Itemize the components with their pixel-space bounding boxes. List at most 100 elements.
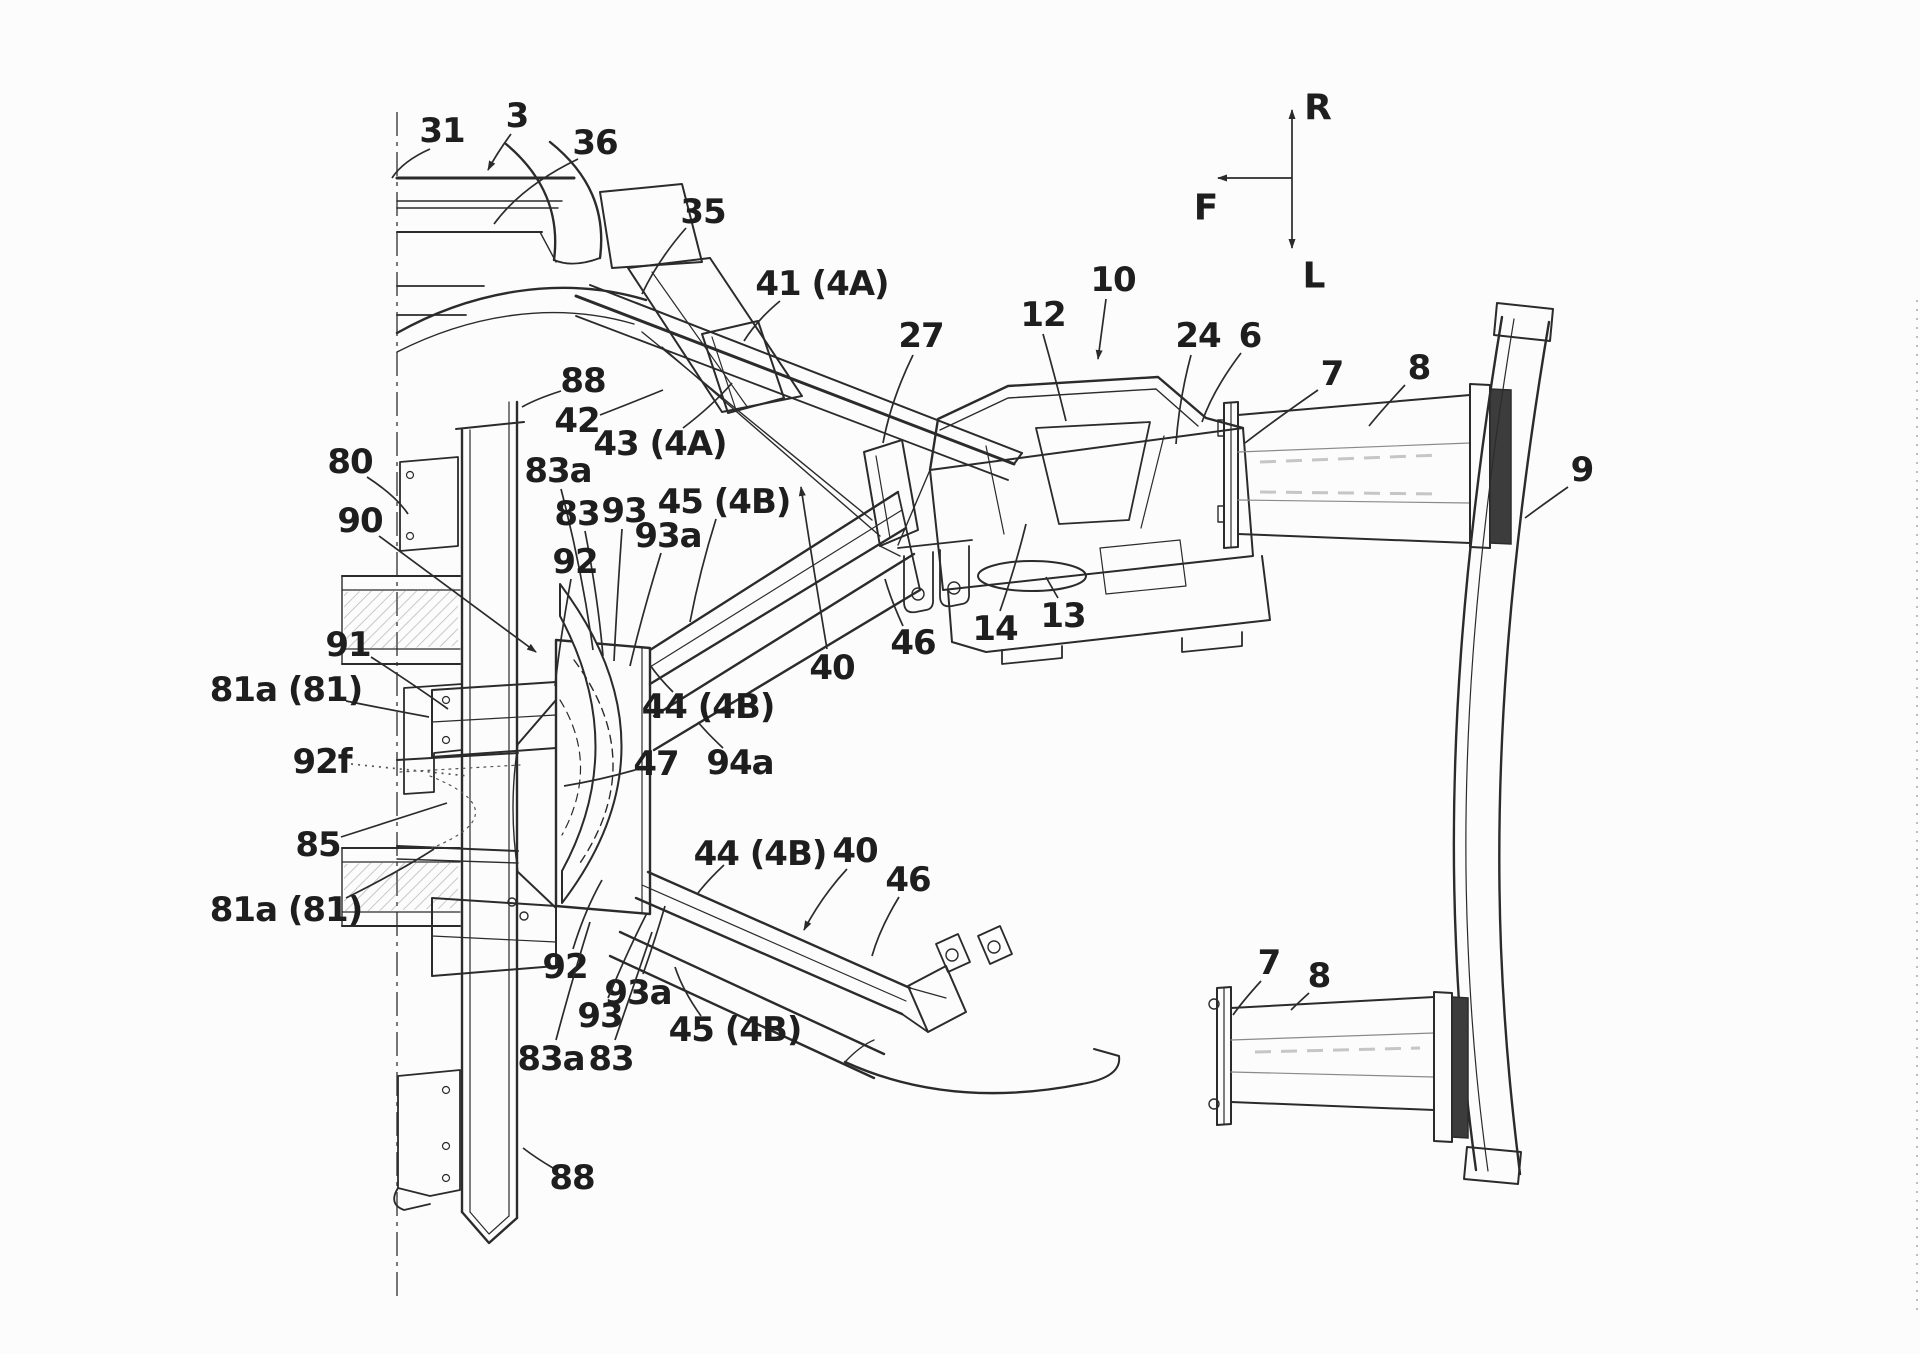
hub-bracket-upper	[431, 681, 557, 758]
ref-label-42: 42	[554, 401, 599, 441]
ref-label-93: 93	[577, 996, 622, 1036]
ref-label-31: 31	[419, 111, 464, 151]
arm-clevis-join2	[909, 987, 947, 999]
ref-label-94a: 94a	[706, 743, 773, 783]
carrier-top-edge	[928, 375, 1245, 472]
beam41-main	[574, 294, 1016, 466]
ref-label-24: 24	[1175, 316, 1221, 356]
spring-seat-24	[1035, 421, 1151, 525]
bracket-42-inner	[711, 336, 737, 411]
leader-line-47	[563, 769, 636, 787]
ref-label-454B: 45 (4B)	[658, 482, 791, 522]
leader-line-24	[1175, 354, 1192, 445]
hub-bolt2	[519, 911, 529, 921]
crashbox-u-plate	[1469, 383, 1491, 549]
cone-top	[517, 699, 557, 745]
leader-line-444B	[649, 664, 674, 693]
axle-tube-bottom	[396, 845, 519, 852]
direction-letter-R: R	[1304, 88, 1332, 129]
crashbox-l-flange	[1216, 986, 1232, 1126]
leader-line-93a	[629, 552, 662, 667]
bracket-27-inner	[875, 455, 891, 539]
crashbox-l-bolt2	[1208, 1098, 1220, 1110]
bracket-42	[701, 320, 785, 414]
pillar-block	[599, 183, 703, 269]
frame-rail-88	[455, 400, 525, 1245]
beam9-top-cap	[1493, 302, 1554, 342]
leader-line-93a	[642, 905, 666, 975]
crashbox-u-bottom	[1237, 533, 1471, 544]
member43-line2	[661, 346, 881, 537]
ref-label-7: 7	[1258, 943, 1281, 983]
bracket-hatched-bottom	[397, 1069, 461, 1197]
crashbox-l-bottom	[1230, 1101, 1435, 1111]
hub-bracket-lower-step	[431, 935, 557, 943]
skid-plate	[843, 1060, 1084, 1095]
arm44l-top	[646, 870, 912, 990]
ref-label-36: 36	[572, 123, 617, 163]
leader-line-85	[340, 802, 448, 838]
leader-line-14	[999, 523, 1027, 612]
leader-line-12	[1042, 333, 1067, 422]
leader-line-9	[1524, 486, 1569, 519]
ref-label-81a81: 81a (81)	[210, 890, 363, 930]
mounting-plate-94a	[554, 638, 652, 916]
leader-line-8	[1368, 384, 1406, 427]
leader-line-88	[522, 1147, 554, 1169]
leader-line-81a81	[345, 700, 430, 718]
leader-line-42	[599, 389, 664, 416]
leader-line-10	[1095, 298, 1107, 360]
clevis-lower-body	[907, 965, 967, 1033]
arms-u-end-plate	[897, 491, 921, 591]
bracket-27-tail	[879, 545, 901, 557]
crashbox-l-plate	[1433, 991, 1453, 1143]
ref-label-10: 10	[1090, 260, 1136, 300]
ref-label-93a: 93a	[634, 516, 701, 556]
leader-line-80	[366, 476, 409, 515]
arm45l-top	[618, 930, 886, 1056]
suspension-bracket-27	[863, 439, 919, 557]
ref-label-88: 88	[549, 1158, 594, 1198]
arm44l-inner	[641, 884, 907, 1002]
leader-line-414A	[743, 300, 781, 342]
leader-line-31	[391, 148, 431, 179]
leader-line-91	[370, 656, 449, 710]
carrier-detail-panel	[1099, 539, 1187, 595]
ref-label-27: 27	[898, 316, 943, 356]
beam9-inner-line	[1465, 318, 1515, 1172]
crashbox-l-streak1	[1254, 1046, 1421, 1054]
upper-body-rail	[395, 140, 803, 413]
rail-tip-inner	[469, 1211, 510, 1235]
crashbox-u-line2	[1237, 499, 1471, 504]
arm44u-inner	[649, 509, 903, 668]
clevis-upper-hole2	[947, 581, 961, 595]
carrier-left-flap	[897, 469, 931, 546]
carrier-foot-1	[1001, 645, 1063, 665]
arm45l-bottom	[608, 954, 876, 1080]
crash-box-upper	[1217, 383, 1512, 549]
leader-line-90	[378, 535, 537, 653]
ref-label-83a: 83a	[524, 451, 591, 491]
axle-tube-top	[396, 752, 519, 761]
direction-letter-F: F	[1194, 188, 1219, 229]
bracket-27-outline	[863, 439, 919, 547]
pillar-band-left	[504, 142, 557, 262]
leader-line-46	[871, 896, 900, 957]
carrier-foot-2	[1181, 631, 1243, 653]
ref-label-8: 8	[1408, 348, 1431, 388]
beam9-right-edge	[1498, 320, 1551, 1176]
direction-indicator: RFL	[1194, 88, 1332, 297]
bolt-hole	[441, 1173, 451, 1183]
ref-label-9: 9	[1571, 450, 1594, 490]
bracket-hatched-top	[399, 456, 459, 552]
apron-curve-lower	[396, 311, 635, 353]
rail-top-cap	[455, 421, 525, 430]
crashbox-l-line2	[1230, 1071, 1435, 1078]
leader-line-6	[1201, 352, 1242, 423]
dome-hidden-arc2	[559, 699, 582, 836]
cone-face-arc	[512, 743, 519, 873]
clevis-lower-lug1	[935, 933, 971, 973]
